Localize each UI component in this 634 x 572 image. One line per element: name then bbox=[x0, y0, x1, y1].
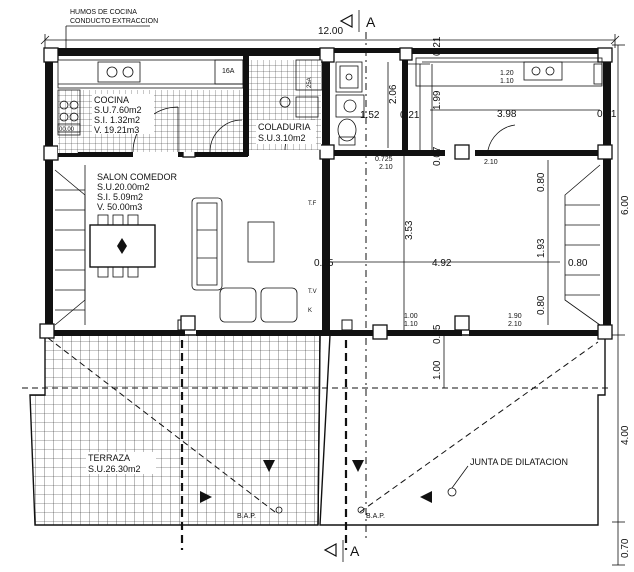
terraza-su: S.U.26.30m2 bbox=[88, 464, 141, 474]
columns bbox=[39, 47, 613, 340]
salon-su: S.U.20.00m2 bbox=[97, 182, 150, 192]
cocina-su: S.U.7.60m2 bbox=[94, 105, 142, 115]
right-dimensions: 6.00 4.00 0.70 bbox=[612, 44, 631, 566]
arrow-down-icon bbox=[263, 460, 275, 472]
terraza-name: TERRAZA bbox=[88, 453, 130, 463]
dim-total-width: 12.00 bbox=[318, 26, 343, 37]
dim-015b: 0.15 bbox=[432, 324, 443, 344]
label-junta: JUNTA DE DILATACION bbox=[470, 457, 568, 467]
section-marker-top: A bbox=[339, 10, 376, 32]
win-110b: 1.10 bbox=[404, 321, 418, 328]
dim-193: 1.93 bbox=[536, 238, 547, 258]
win-190: 1.90 bbox=[508, 313, 522, 320]
dim-right-lower: 4.00 bbox=[620, 425, 631, 445]
dim-199: 1.99 bbox=[432, 90, 443, 110]
dim-021b: 0.21 bbox=[597, 109, 617, 120]
tv-label: T.V bbox=[308, 289, 317, 295]
top-dimension: 12.00 bbox=[40, 26, 620, 48]
dim-492: 4.92 bbox=[432, 258, 452, 269]
win-0725-b: 0.725 bbox=[480, 150, 498, 157]
coladuria: 25A COLADURIA S.U.3.10m2 bbox=[209, 59, 323, 153]
dim-080c: 0.80 bbox=[568, 258, 588, 269]
dim-right-bottom: 0.70 bbox=[620, 538, 631, 558]
dim-206: 2.06 bbox=[388, 84, 399, 104]
dim-080a: 0.80 bbox=[536, 172, 547, 192]
drain-label-left: B.A.P. bbox=[237, 513, 256, 520]
dim-007: 0.07 bbox=[432, 146, 443, 166]
label-humos: HUMOS DE COCINA bbox=[70, 9, 137, 16]
section-marker-bottom: A bbox=[323, 540, 360, 562]
win-110: 1.10 bbox=[500, 78, 514, 85]
cocina-si: S.I. 1.32m2 bbox=[94, 115, 140, 125]
k-label: K bbox=[308, 308, 312, 314]
kitchen: 16A 00.00 COCINA S.U.7.60m2 S.I. 1.32m2 … bbox=[57, 59, 244, 153]
dim-100v: 1.00 bbox=[432, 360, 443, 380]
cocina-name: COCINA bbox=[94, 95, 129, 105]
section-letter-top: A bbox=[366, 14, 376, 30]
right-upper-room: 1.20 1.10 1.99 3.98 0.21 0.21 bbox=[408, 36, 617, 151]
win-0725-a: 0.725 bbox=[375, 156, 393, 163]
salon-name: SALON COMEDOR bbox=[97, 172, 178, 182]
section-letter-bottom: A bbox=[350, 543, 360, 559]
arrow-left-icon bbox=[420, 491, 432, 503]
win-210-b: 2.10 bbox=[484, 159, 498, 166]
light-point-icon bbox=[117, 238, 127, 254]
salon-si: S.I. 5.09m2 bbox=[97, 192, 143, 202]
cocina-v: V. 19.21m3 bbox=[94, 125, 139, 135]
label-conducto: CONDUCTO EXTRACCION bbox=[70, 18, 158, 25]
walls bbox=[45, 48, 611, 338]
tf-label: T.F bbox=[308, 201, 317, 207]
living-room: SALON COMEDOR S.U.20.00m2 S.I. 5.09m2 V.… bbox=[54, 165, 334, 326]
win-210-a: 2.10 bbox=[379, 164, 393, 171]
dim-353: 3.53 bbox=[404, 220, 415, 240]
coladuria-name: COLADURIA bbox=[258, 122, 311, 132]
arrow-right-icon bbox=[200, 491, 212, 503]
win-210-c: 2.10 bbox=[508, 321, 522, 328]
dim-021c: 0.21 bbox=[432, 36, 443, 56]
coladuria-su: S.U.3.10m2 bbox=[258, 133, 306, 143]
dim-021a: 0.21 bbox=[400, 110, 420, 121]
board-25a: 25A bbox=[307, 77, 313, 88]
terrace: B.A.P. B.A.P. JUNTA DE DILATACION TERRAZ… bbox=[22, 319, 610, 550]
arrow-down-icon bbox=[352, 460, 364, 472]
win-100: 1.00 bbox=[404, 313, 418, 320]
dim-398: 3.98 bbox=[497, 109, 517, 120]
drain-label-right: B.A.P. bbox=[366, 513, 385, 520]
win-120: 1.20 bbox=[500, 70, 514, 77]
dim-right-upper: 6.00 bbox=[620, 195, 631, 215]
dim-152: 1.52 bbox=[360, 110, 380, 121]
oven-label: 00.00 bbox=[59, 127, 75, 133]
salon-v: V. 50.00m3 bbox=[97, 202, 142, 212]
board-16a: 16A bbox=[222, 68, 235, 75]
bathroom-block: 1.52 2.06 0.21 bbox=[335, 61, 420, 148]
right-lower-room: 0.725 2.10 0.725 2.10 0.07 3.53 4.92 0.8… bbox=[330, 146, 601, 388]
dim-015: 0.15 bbox=[314, 258, 334, 269]
dim-080b: 0.80 bbox=[536, 295, 547, 315]
